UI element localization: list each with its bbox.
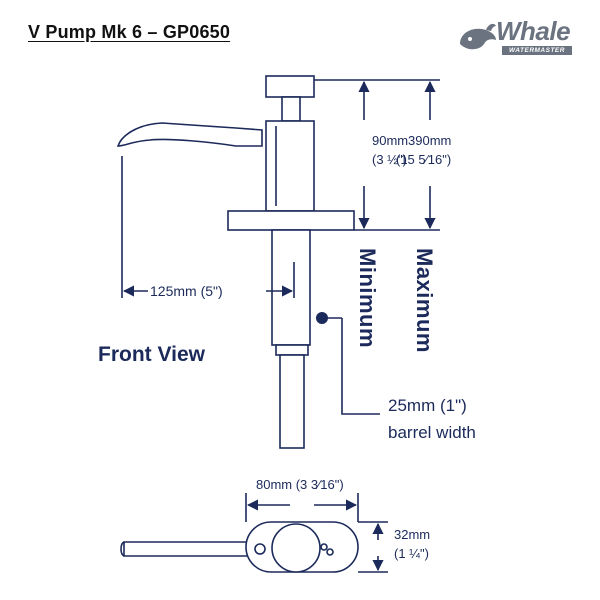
diagram-title: V Pump Mk 6 – GP0650 [28, 22, 231, 42]
logo-tagline: WATERMASTER [502, 46, 572, 55]
maximum-label: Maximum [412, 248, 437, 353]
barrel-callout-dot [316, 312, 328, 324]
base-depth-metric: 32mm [394, 527, 431, 542]
barrel-collar [275, 344, 309, 356]
pump-neck [281, 96, 301, 122]
pump-barrel [271, 229, 311, 346]
pump-knob [265, 75, 315, 98]
suction-tube [279, 354, 305, 449]
whale-logo: Whale WATERMASTER [456, 16, 576, 58]
base-depth-imperial: (1 ¼") [394, 546, 429, 561]
pump-body [265, 120, 315, 212]
plan-barrel-circle [271, 523, 321, 573]
pump-flange [227, 210, 355, 231]
logo-word: Whale [496, 16, 571, 46]
front-view-label: Front View [98, 343, 205, 366]
height-max-metric: 390mm [408, 133, 452, 148]
base-length-label: 80mm (3 3⁄16") [256, 477, 344, 492]
barrel-width-metric: 25mm (1") [388, 396, 467, 415]
whale-logo-icon [460, 23, 496, 50]
height-max-imperial: (15 5⁄16") [396, 152, 452, 167]
pump-handle [116, 122, 263, 147]
reach-label: 125mm (5") [150, 283, 223, 299]
height-min-imperial: (3 ½") [372, 152, 407, 167]
height-min-metric: 90mm [372, 133, 409, 148]
minimum-label: Minimum [355, 248, 380, 349]
barrel-width-label: barrel width [388, 423, 476, 442]
